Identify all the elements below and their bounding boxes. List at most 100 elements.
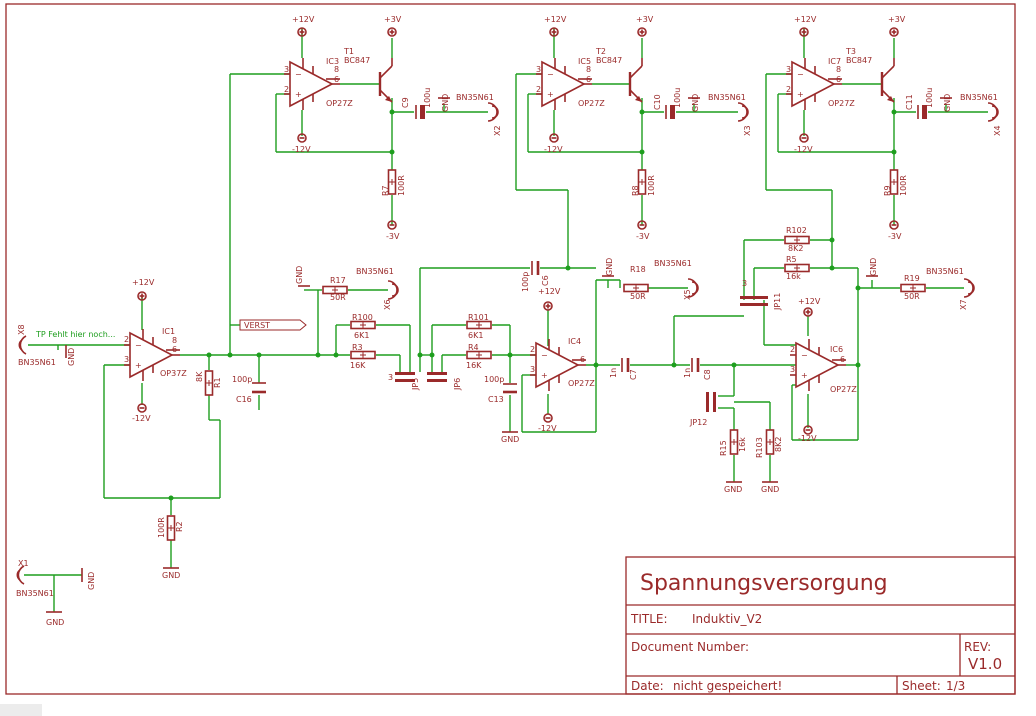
svg-text:6K1: 6K1 [468,331,483,340]
jumper-jp6: JP6 [427,372,462,391]
ic3-ref: IC3 [326,57,339,66]
svg-text:6: 6 [334,75,339,84]
rev-value: V1.0 [968,655,1002,673]
net-label-verst: VERST [239,319,307,331]
ic6-ref: IC6 [830,345,843,354]
svg-text:C16: C16 [236,395,252,404]
svg-text:R18: R18 [630,265,646,274]
svg-text:100p: 100p [484,375,504,384]
rev-label: REV: [964,640,991,654]
svg-text:GND: GND [605,258,614,276]
opamp-ic6: IC6 OP27Z [789,338,857,394]
svg-text:6: 6 [172,345,177,354]
ic4-ref: IC4 [568,337,581,346]
ic6-type: OP27Z [830,385,857,394]
svg-text:100p: 100p [232,375,252,384]
sheet-frame [5,3,1016,695]
jumper-jp5: 3 JP5 [388,372,420,391]
t3-type: BC847 [846,56,872,65]
resistor-r19: R19 50R [900,274,926,301]
resistor-r8: R8 100R [631,169,656,196]
capacitor-c8: 1n C8 [683,358,712,380]
svg-text:GND: GND [441,94,450,112]
svg-text:16K: 16K [466,361,482,370]
supply-m12-ic4: -12V [538,424,557,433]
svg-text:3: 3 [284,65,289,74]
svg-text:R103: R103 [755,437,764,458]
svg-text:GND: GND [295,266,304,284]
svg-text:6: 6 [840,355,845,364]
svg-text:8K2: 8K2 [774,437,783,452]
svg-text:100R: 100R [157,517,166,538]
svg-text:C13: C13 [488,395,504,404]
svg-text:100R: 100R [899,175,908,196]
document-number-label: Document Number: [631,640,749,654]
capacitor-c9: C9 100u [401,88,432,119]
svg-text:3: 3 [388,373,393,382]
sheet-value: 1/3 [946,679,965,693]
svg-text:3: 3 [536,65,541,74]
svg-text:R9: R9 [883,185,892,196]
title-block: Spannungsversorgung TITLE: Induktiv_V2 D… [625,556,1016,695]
capacitor-c16: 100p C16 [232,375,266,404]
svg-text:1n: 1n [609,368,618,378]
svg-text:8K2: 8K2 [788,244,803,253]
ic5-type: OP27Z [578,99,605,108]
svg-text:BN35N61: BN35N61 [356,267,394,276]
svg-text:VERST: VERST [244,321,270,330]
supply-m12-ic5: -12V [544,145,563,154]
svg-text:16k: 16k [738,437,747,452]
svg-text:C6: C6 [541,275,550,286]
svg-text:C11: C11 [905,94,914,110]
svg-text:1n: 1n [683,368,692,378]
t3-ref: T3 [845,47,856,56]
svg-text:GND: GND [691,94,700,112]
svg-text:2: 2 [284,85,289,94]
svg-text:100u: 100u [925,88,934,108]
svg-text:3: 3 [790,365,795,374]
svg-text:50R: 50R [904,292,920,301]
sheet-label: Sheet: [902,679,941,693]
svg-text:2: 2 [536,85,541,94]
svg-text:8: 8 [836,65,841,74]
date-value: nicht gespeichert! [673,679,782,693]
svg-text:C7: C7 [629,369,638,380]
svg-text:X4: X4 [993,125,1002,136]
ic1-ref: IC1 [162,327,175,336]
svg-text:16k: 16k [786,272,801,281]
svg-text:X3: X3 [743,125,752,136]
svg-text:50R: 50R [630,292,646,301]
supply-m3-t3: -3V [888,232,902,241]
svg-text:JP5: JP5 [411,378,420,391]
resistor-r5: R5 16k [784,255,810,281]
resistor-r102: R102 8K2 [784,226,810,253]
supply-p3-t3: +3V [888,15,906,24]
svg-text:6: 6 [836,75,841,84]
resistor-r2: 100R R2 [157,515,184,541]
svg-text:16K: 16K [350,361,366,370]
title-label: TITLE: [630,612,668,626]
ic7-ref: IC7 [828,57,841,66]
supply-m12-ic3: -12V [292,145,311,154]
resistor-r103: R103 8K2 [755,429,783,458]
svg-text:3: 3 [530,365,535,374]
transistor-t1: T1 BC847 [343,47,393,103]
svg-text:C8: C8 [703,369,712,380]
capacitor-c13: 100p C13 [484,375,517,404]
supply-p12-ic4: +12V [538,287,561,296]
supply-m12-ic1: -12V [132,414,151,423]
title-value: Induktiv_V2 [692,612,762,626]
svg-text:8: 8 [586,65,591,74]
supply-m12-ic6: -12V [798,434,817,443]
svg-text:100u: 100u [673,88,682,108]
resistor-r101: R101 6K1 [466,313,492,340]
svg-text:BN35N61: BN35N61 [654,259,692,268]
svg-text:GND: GND [869,258,878,276]
capacitor-c10: C10 100u [653,88,682,119]
capacitor-c6: 100p C6 [521,261,550,292]
svg-text:2: 2 [530,345,535,354]
svg-text:JP11: JP11 [773,293,782,311]
ic3-type: OP27Z [326,99,353,108]
svg-text:X8: X8 [17,324,26,335]
svg-text:2: 2 [124,335,129,344]
